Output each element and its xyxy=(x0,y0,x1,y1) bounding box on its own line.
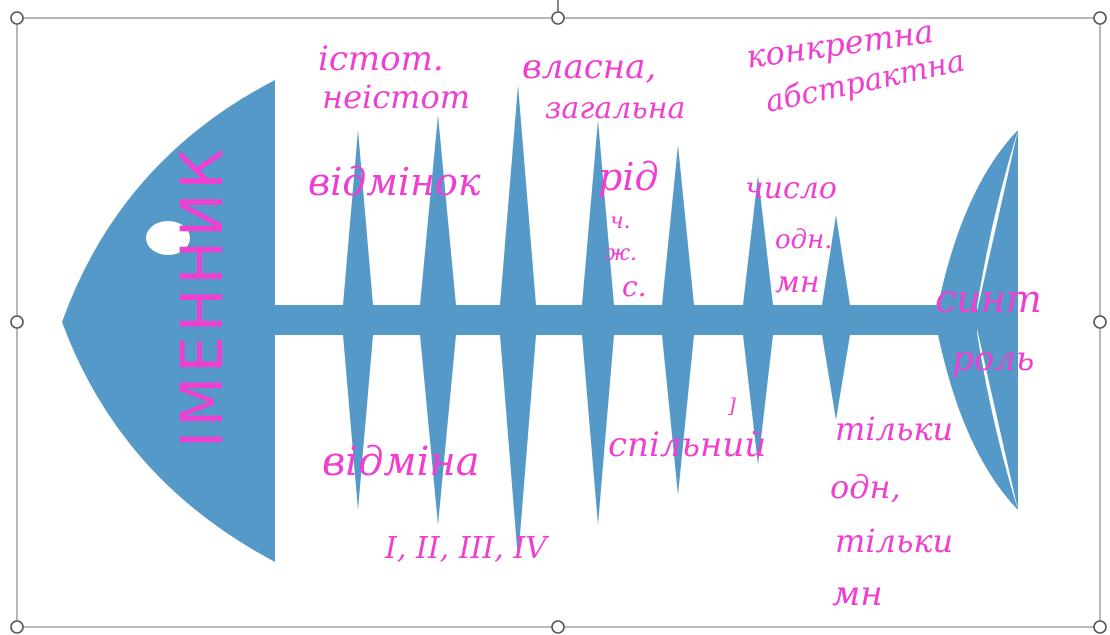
note-case: відмінок xyxy=(308,160,481,204)
lower-bone-2 xyxy=(420,335,456,525)
lower-bone-3 xyxy=(500,335,536,560)
resize-handle-top[interactable] xyxy=(552,12,564,24)
fish-spine xyxy=(272,305,977,335)
note-proper: власна, xyxy=(522,47,656,87)
note-common: загальна xyxy=(545,91,685,126)
note-neuter: с. xyxy=(622,270,647,303)
note-feminine: ж. xyxy=(605,241,637,266)
head-title: ІМЕННИК xyxy=(168,144,236,448)
resize-handle-left[interactable] xyxy=(11,316,23,328)
note-only-2: тільки xyxy=(835,522,953,560)
lower-bone-7 xyxy=(822,335,850,420)
note-declension: відміна xyxy=(322,439,480,485)
note-common-gender: спільний xyxy=(608,425,766,465)
resize-handle-bottom-right[interactable] xyxy=(1094,621,1106,633)
note-masculine: ч. xyxy=(610,209,631,234)
resize-handle-top-left[interactable] xyxy=(11,12,23,24)
note-role: роль xyxy=(952,339,1034,379)
resize-handle-bottom[interactable] xyxy=(552,621,564,633)
note-plural-2: мн xyxy=(832,574,883,614)
note-singular: одн. xyxy=(775,225,833,255)
upper-bone-1 xyxy=(343,130,373,305)
upper-bone-2 xyxy=(420,115,456,305)
note-syntax: синт xyxy=(935,277,1042,321)
resize-handle-top-right[interactable] xyxy=(1094,12,1106,24)
small-bracket-mark: ] xyxy=(727,393,736,417)
note-declension-numbers: І, ІІ, ІІІ, IV xyxy=(384,531,550,566)
note-singular-2: одн, xyxy=(830,468,901,506)
note-plural: мн xyxy=(775,265,820,300)
note-number: число xyxy=(745,171,837,206)
upper-bone-5 xyxy=(662,145,694,305)
note-only-1: тільки xyxy=(835,410,953,448)
note-inanimate: неістот xyxy=(322,78,470,116)
upper-bone-3 xyxy=(500,85,536,305)
resize-handle-bottom-left[interactable] xyxy=(11,621,23,633)
note-gender: рід xyxy=(598,155,659,199)
note-animate: істот. xyxy=(318,39,444,79)
resize-handle-right[interactable] xyxy=(1094,316,1106,328)
lower-bone-5 xyxy=(662,335,694,495)
